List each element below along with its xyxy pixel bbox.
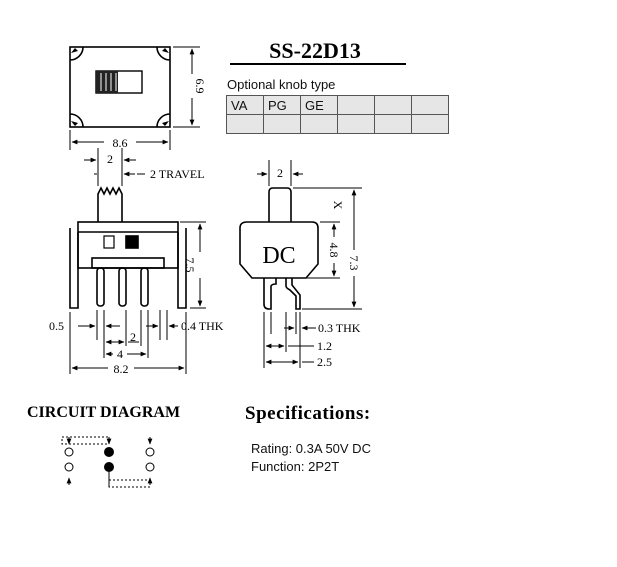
circuit-contact-common (104, 462, 114, 472)
specifications-title: Specifications: (245, 403, 371, 424)
spec-function: Function: 2P2T (251, 459, 340, 474)
corner-mark (156, 46, 171, 61)
corner-mark (156, 113, 171, 128)
circuit-contact-open (145, 447, 155, 457)
corner-fill (71, 48, 169, 126)
side-body-height-label: 4.8 (327, 243, 341, 258)
circuit-contact-open (145, 462, 155, 472)
top-view-knob (96, 71, 118, 93)
label-mask (108, 361, 134, 375)
circuit-diagram-title: CIRCUIT DIAGRAM (27, 404, 181, 421)
top-view (69, 46, 200, 150)
front-knob (97, 186, 123, 222)
circuit-pole-outline (108, 479, 151, 488)
front-height-label: 7.5 (183, 258, 197, 273)
front-overall-label: 8.2 (114, 362, 129, 376)
front-window (103, 235, 115, 249)
corner-mark (69, 113, 84, 128)
corner-mark (69, 46, 84, 61)
top-height-label: 6.9 (193, 79, 207, 94)
label-mask (184, 74, 200, 98)
side-thickness-label: 0.3 THK (318, 321, 361, 335)
pin-span-label: 4 (117, 347, 123, 361)
circuit-contact-open (64, 447, 74, 457)
front-base (91, 257, 165, 269)
part-number-title: SS-22D13 (269, 38, 361, 63)
side-body-label: DC (262, 243, 295, 269)
knob-type-table: VA PG GE (226, 95, 449, 134)
circuit-contact-open (64, 462, 74, 472)
front-left-bracket (69, 228, 79, 309)
side-view (239, 160, 362, 368)
spec-rating: Rating: 0.3A 50V DC (251, 441, 371, 456)
knob-type-caption: Optional knob type (227, 77, 336, 92)
side-right-pin (285, 278, 301, 310)
side-pin-spacing-label: 1.2 (317, 339, 332, 353)
pin-pitch-label: 2 (130, 330, 136, 344)
circuit-pole-outline (61, 436, 110, 445)
knob-empty-cell (411, 114, 449, 134)
front-right-bracket (177, 228, 187, 309)
side-knob-width-label: 2 (277, 166, 283, 180)
travel-label: 2 TRAVEL (150, 167, 205, 181)
label-mask (193, 252, 208, 278)
title-underline (230, 63, 406, 65)
knob-ridges (100, 73, 117, 91)
front-view (69, 148, 206, 374)
label-mask (113, 346, 127, 360)
label-mask (327, 237, 341, 263)
side-knob (268, 187, 292, 222)
front-knob-width-label: 2 (107, 152, 113, 166)
front-contact (125, 235, 139, 249)
side-knob-label: X (331, 201, 345, 210)
circuit-diagram (61, 436, 155, 488)
side-left-pin (263, 278, 277, 310)
side-overall-label: 2.5 (317, 355, 332, 369)
pin-width-label: 0.5 (49, 319, 64, 333)
label-mask (104, 134, 136, 150)
label-mask (347, 250, 361, 276)
front-pin (96, 267, 105, 307)
side-total-height-label: 7.3 (347, 256, 361, 271)
front-thickness-label: 0.4 THK (181, 319, 224, 333)
circuit-contact-common (104, 447, 114, 457)
top-view-body (69, 46, 171, 128)
knob-empty-row (226, 114, 449, 134)
front-pin (140, 267, 149, 307)
top-width-label: 8.6 (113, 136, 128, 150)
front-pin (118, 267, 127, 307)
